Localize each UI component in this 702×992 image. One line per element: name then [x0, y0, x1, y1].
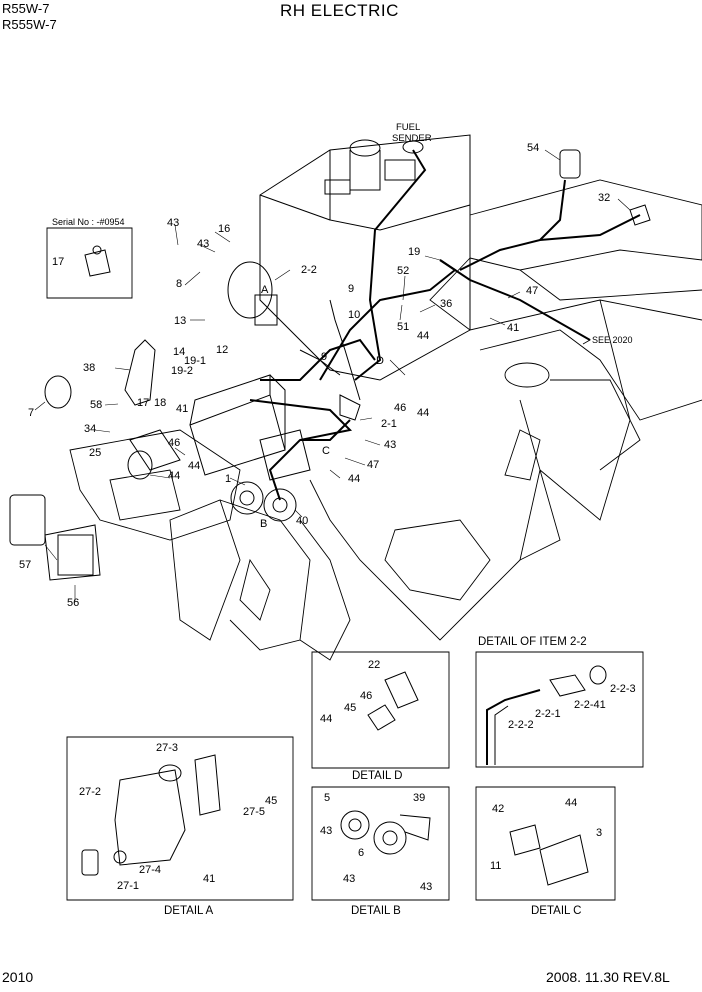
part-label: 5 — [324, 792, 331, 804]
part-label: 56 — [67, 597, 80, 609]
part-label: 57 — [19, 559, 32, 571]
part-label: 16 — [218, 223, 231, 235]
part-label: 2-2 — [301, 264, 317, 276]
part-label: 22 — [368, 659, 381, 671]
part-label: 9 — [321, 351, 328, 363]
detail-item-2-2-title: DETAIL OF ITEM 2-2 — [478, 636, 587, 648]
part-label: 10 — [348, 309, 361, 321]
leader-lines — [35, 150, 630, 602]
part-label: 43 — [343, 873, 356, 885]
part-label: 47 — [367, 459, 380, 471]
detail-a-caption: DETAIL A — [164, 905, 214, 917]
part-label: 41 — [203, 873, 216, 885]
part-label: 8 — [176, 278, 183, 290]
model-code-2: R555W-7 — [2, 17, 57, 32]
part-label: 44 — [417, 330, 430, 342]
part-label: D — [376, 355, 384, 367]
page-title: RH ELECTRIC — [280, 1, 399, 20]
part-label: 27-4 — [139, 864, 162, 876]
part-label: 36 — [440, 298, 453, 310]
see-reference: SEE 2020 — [592, 335, 633, 345]
fuel-sender-label-2: SENDER — [392, 133, 432, 144]
wiring-harness — [250, 150, 640, 500]
battery — [190, 262, 360, 475]
serial-note: Serial No : -#0954 — [52, 217, 125, 227]
part-label: 7 — [28, 407, 35, 419]
part-label: 25 — [89, 447, 102, 459]
part-label: 51 — [397, 321, 410, 333]
part-label: 43 — [320, 825, 333, 837]
part-label: 52 — [397, 265, 410, 277]
part-label: 38 — [83, 362, 96, 374]
part-label: 14 — [173, 346, 186, 358]
part-label: 43 — [384, 439, 397, 451]
part-label: 34 — [84, 423, 97, 435]
part-label: 54 — [527, 142, 540, 154]
model-code-1: R55W-7 — [2, 1, 50, 16]
part-label: 19 — [408, 246, 421, 258]
part-label: 44 — [168, 470, 181, 482]
part-label: 42 — [492, 803, 505, 815]
detail-d-caption: DETAIL D — [352, 770, 403, 782]
part-label: A — [261, 284, 269, 296]
part-label: 32 — [598, 192, 611, 204]
part-label: 27-2 — [79, 786, 102, 798]
detail-b-caption: DETAIL B — [351, 905, 401, 917]
part-label: 44 — [565, 797, 578, 809]
part-label: 18 — [154, 397, 167, 409]
part-label: 19-2 — [171, 365, 194, 377]
part-label: 9 — [348, 283, 355, 295]
part-label: C — [322, 445, 330, 457]
part-label: 45 — [265, 795, 278, 807]
detail-contents — [82, 246, 606, 885]
boom-structure — [70, 430, 350, 660]
part-label: 27-1 — [117, 880, 140, 892]
fuel-sender-label-1: FUEL — [396, 122, 421, 133]
part-label: 12 — [216, 344, 229, 356]
part-label: 58 — [90, 399, 103, 411]
part-label: 47 — [526, 285, 539, 297]
part-label: 44 — [320, 713, 333, 725]
part-label: 41 — [176, 403, 189, 415]
part-label: B — [260, 518, 268, 530]
part-label: 44 — [348, 473, 361, 485]
revision-date: 2008. 11.30 REV.8L — [546, 969, 670, 985]
part-label: 17 — [137, 397, 150, 409]
part-label: 40 — [296, 515, 309, 527]
part-label: 2-2-1 — [535, 708, 561, 720]
part-label: 39 — [413, 792, 426, 804]
part-label: 44 — [188, 460, 201, 472]
part-label: 27-3 — [156, 742, 179, 754]
part-label: 2-2-2 — [508, 719, 534, 731]
part-label: 3 — [596, 827, 603, 839]
part-label: 13 — [174, 315, 187, 327]
part-label: 46 — [360, 690, 373, 702]
page-number: 2010 — [2, 969, 34, 985]
horns — [231, 430, 310, 521]
part-label: 1 — [225, 473, 232, 485]
part-label: 17 — [52, 256, 65, 268]
part-label: 19-1 — [184, 355, 207, 367]
see-ref-arrow — [583, 336, 590, 344]
part-label: 43 — [167, 217, 180, 229]
part-label: 43 — [197, 238, 210, 250]
part-label: 27-5 — [243, 806, 266, 818]
detail-boxes — [47, 228, 643, 900]
part-label: 11 — [490, 860, 502, 872]
part-label: 2-1 — [381, 418, 397, 430]
part-label: 44 — [417, 407, 430, 419]
part-label: 45 — [344, 702, 357, 714]
part-label: 41 — [507, 322, 520, 334]
part-label: 2-2-3 — [610, 683, 636, 695]
part-label: 2-2-41 — [574, 699, 606, 711]
detail-c-caption: DETAIL C — [531, 905, 582, 917]
part-label: 46 — [394, 402, 407, 414]
part-label: 46 — [168, 437, 181, 449]
part-label: 6 — [358, 847, 365, 859]
part-label: 43 — [420, 881, 433, 893]
lamps-and-accessories — [10, 150, 650, 580]
fuel-tank — [260, 135, 470, 380]
